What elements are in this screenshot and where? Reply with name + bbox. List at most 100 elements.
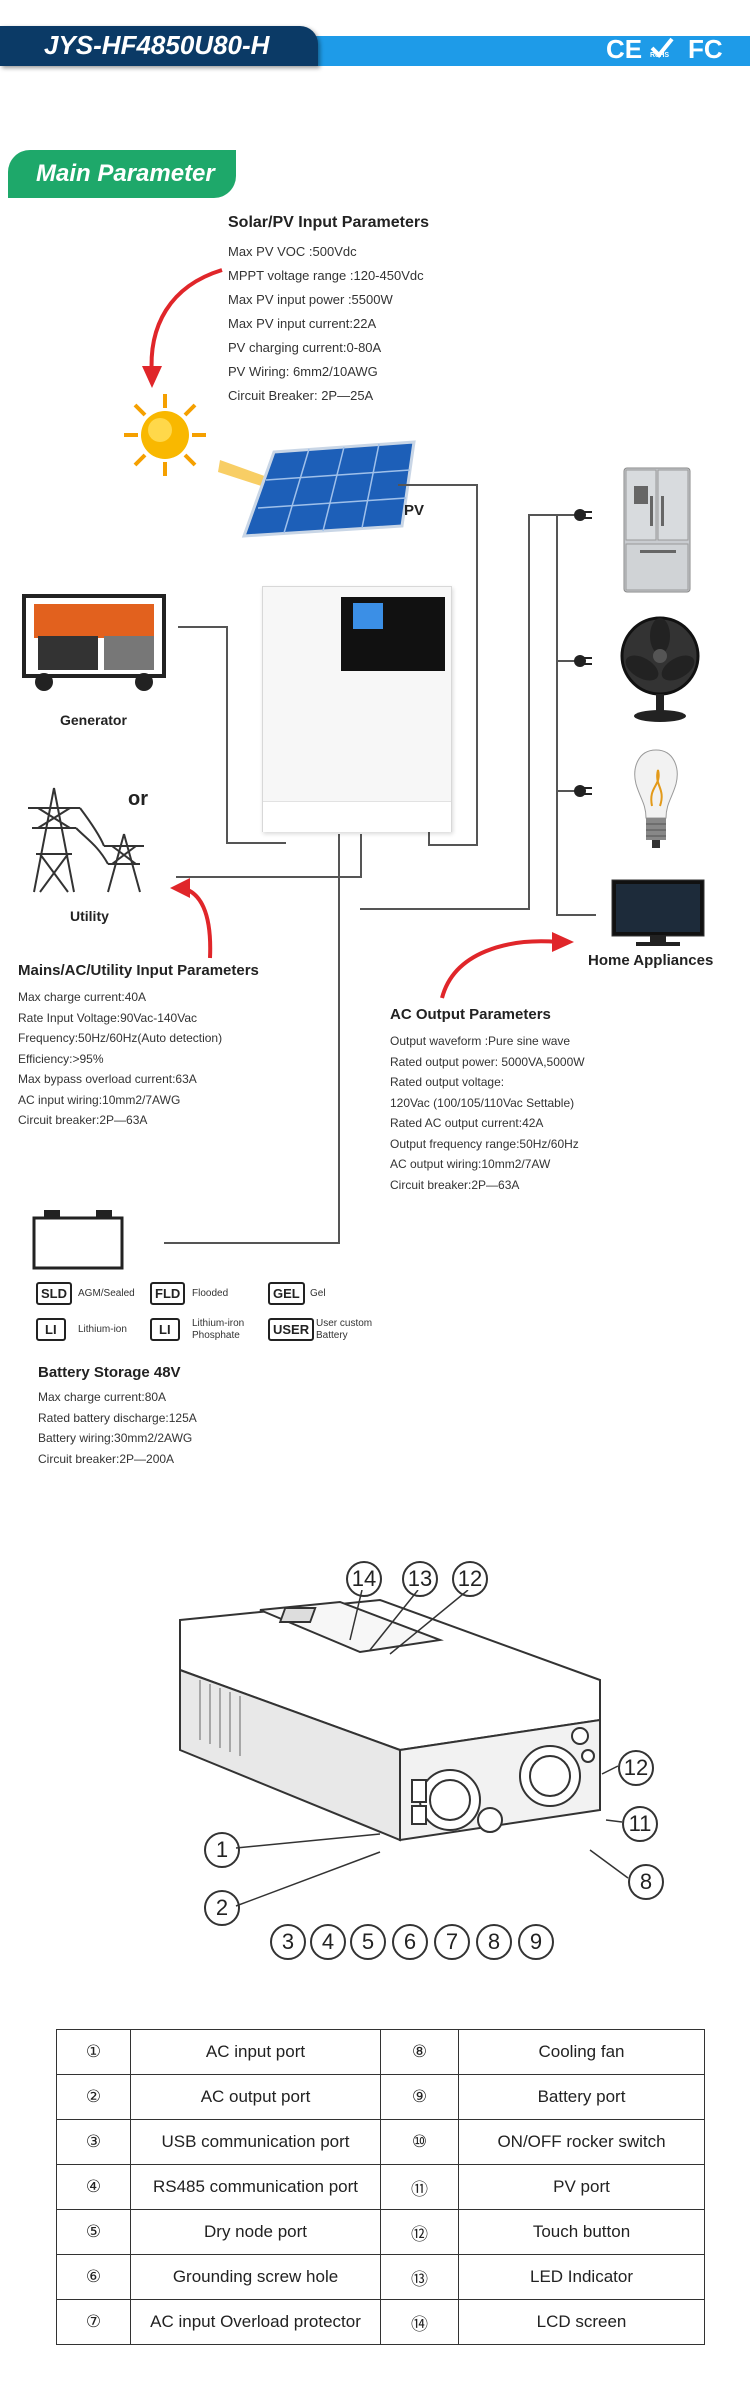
ac-output-line: Rated output power: 5000VA,5000W <box>390 1054 585 1069</box>
ac-output-line: Output frequency range:50Hz/60Hz <box>390 1136 579 1151</box>
inverter-unit <box>262 586 452 832</box>
wire <box>226 626 228 844</box>
callout-11: 12 <box>618 1750 654 1786</box>
battery-line: Max charge current:80A <box>38 1390 167 1404</box>
part-name: LED Indicator <box>458 2254 705 2300</box>
callout-8: 8 <box>476 1924 512 1960</box>
solar-line: PV Wiring: 6mm2/10AWG <box>228 364 378 379</box>
generator-icon <box>22 594 166 691</box>
callout-2: 2 <box>204 1890 240 1926</box>
solar-line: Max PV input current:22A <box>228 316 377 331</box>
part-number: ⑫ <box>380 2209 459 2255</box>
home-appliances-label: Home Appliances <box>588 952 714 969</box>
battery-type-code: LI <box>150 1318 180 1341</box>
part-name: RS485 communication port <box>130 2164 381 2210</box>
ac-output-line: 120Vac (100/105/110Vac Settable) <box>390 1095 575 1110</box>
plug-icon <box>574 785 592 797</box>
part-name: LCD screen <box>458 2299 705 2345</box>
solar-panel-icon <box>241 440 416 538</box>
mains-line: Rate Input Voltage:90Vac-140Vac <box>18 1010 198 1025</box>
or-label: or <box>128 788 148 810</box>
mains-list: Max charge current:40A Rate Input Voltag… <box>18 990 222 1134</box>
parts-table: ① AC input port ⑧ Cooling fan ② AC outpu… <box>56 2029 705 2345</box>
wire <box>556 660 578 662</box>
part-name: Touch button <box>458 2209 705 2255</box>
battery-type-name: Lithium-ion <box>78 1324 127 1335</box>
callout-leaders <box>235 1590 629 1907</box>
battery-line: Battery wiring:30mm2/2AWG <box>38 1431 193 1445</box>
wire <box>556 790 578 792</box>
solar-line: Max PV input power :5500W <box>228 292 393 307</box>
part-number: ⑭ <box>380 2299 459 2345</box>
red-arrow-icon <box>440 932 574 999</box>
battery-type-code: SLD <box>36 1282 72 1305</box>
table-row: ① AC input port ⑧ Cooling fan <box>56 2029 705 2075</box>
battery-type-legend: SLD AGM/Sealed FLD Flooded GEL Gel LI Li… <box>36 1282 376 1352</box>
rohs-mark: RoHS <box>648 34 676 62</box>
mains-line: Max charge current:40A <box>18 990 147 1004</box>
mains-line: Circuit breaker:2P—63A <box>18 1113 148 1127</box>
sun-icon <box>124 394 206 476</box>
table-row: ② AC output port ⑨ Battery port <box>56 2074 705 2120</box>
table-row: ④ RS485 communication port ⑪ PV port <box>56 2164 705 2210</box>
part-name: Grounding screw hole <box>130 2254 381 2300</box>
battery-type-code: GEL <box>268 1282 305 1305</box>
mains-line: Efficiency:>95% <box>18 1051 104 1066</box>
refrigerator-icon <box>623 467 691 593</box>
battery-list: Max charge current:80A Rated battery dis… <box>38 1390 197 1472</box>
part-name: AC output port <box>130 2074 381 2120</box>
part-name: PV port <box>458 2164 705 2210</box>
table-row: ⑦ AC input Overload protector ⑭ LCD scre… <box>56 2299 705 2345</box>
wire <box>360 908 530 910</box>
ac-output-line: Circuit breaker:2P—63A <box>390 1177 520 1192</box>
wire <box>338 834 340 1244</box>
part-name: AC input Overload protector <box>130 2299 381 2345</box>
wire <box>476 484 478 846</box>
wire <box>176 876 362 878</box>
part-name: Dry node port <box>130 2209 381 2255</box>
table-row: ⑤ Dry node port ⑫ Touch button <box>56 2209 705 2255</box>
solar-line: PV charging current:0-80A <box>228 340 382 355</box>
wire <box>528 514 530 910</box>
wire <box>164 1242 340 1244</box>
generator-label: Generator <box>60 712 127 728</box>
part-name: ON/OFF rocker switch <box>458 2119 705 2165</box>
callout-5: 5 <box>350 1924 386 1960</box>
wire <box>428 844 478 846</box>
callout-9: 9 <box>518 1924 554 1960</box>
solar-line: Max PV VOC :500Vdc <box>228 244 357 259</box>
ac-output-list: Output waveform :Pure sine wave Rated ou… <box>390 1034 585 1198</box>
callout-3: 3 <box>270 1924 306 1960</box>
callout-12: 12 <box>452 1561 488 1597</box>
light-bulb-icon <box>634 749 678 848</box>
solar-list: Max PV VOC :500Vdc MPPT voltage range :1… <box>228 244 424 412</box>
callout-10: 11 <box>622 1806 658 1842</box>
wire <box>556 914 596 916</box>
utility-label: Utility <box>70 908 109 924</box>
inverter-diagram <box>179 1598 601 1842</box>
wire <box>178 626 228 628</box>
solar-line: MPPT voltage range :120-450Vdc <box>228 268 424 283</box>
callout-7: 7 <box>434 1924 470 1960</box>
battery-type-item: LI Lithium-ion <box>36 1318 127 1341</box>
battery-type-code: FLD <box>150 1282 186 1305</box>
wire <box>360 834 362 878</box>
battery-type-name: User custom Battery <box>316 1318 373 1341</box>
fc-mark: FC <box>688 34 723 64</box>
battery-line: Circuit breaker:2P—200A <box>38 1451 175 1466</box>
plug-icon <box>574 509 592 521</box>
ce-mark: CE <box>606 34 643 64</box>
part-number: ① <box>56 2029 131 2075</box>
ac-output-line: Rated output voltage: <box>390 1075 505 1089</box>
part-number: ⑧ <box>380 2029 459 2075</box>
mains-line: Frequency:50Hz/60Hz(Auto detection) <box>18 1031 223 1045</box>
battery-type-name: AGM/Sealed <box>78 1288 135 1299</box>
part-number: ③ <box>56 2119 131 2165</box>
part-number: ⑥ <box>56 2254 131 2300</box>
red-arrow-icon <box>170 878 213 959</box>
battery-type-item: SLD AGM/Sealed <box>36 1282 135 1305</box>
mains-line: AC input wiring:10mm2/7AWG <box>18 1092 181 1107</box>
part-name: Battery port <box>458 2074 705 2120</box>
part-number: ⑩ <box>380 2119 459 2165</box>
callout-14: 14 <box>346 1561 382 1597</box>
